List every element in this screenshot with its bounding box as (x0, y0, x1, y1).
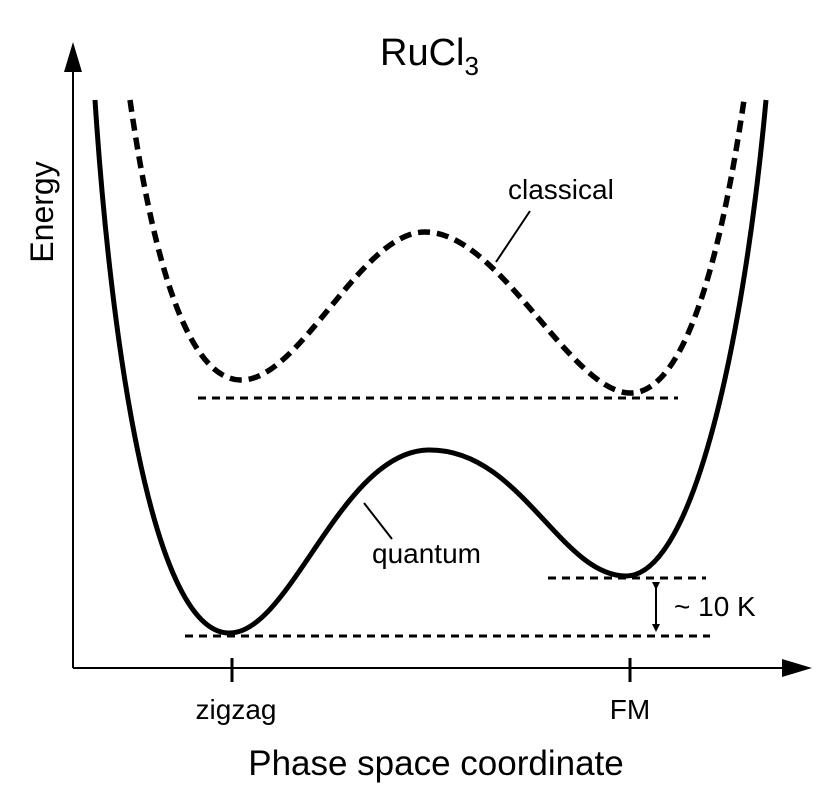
energy-gap-label: ~ 10 K (674, 591, 756, 622)
tick-label-zigzag: zigzag (196, 694, 277, 725)
y-axis-label: Energy (24, 161, 60, 262)
classical-curve-label: classical (508, 174, 614, 205)
quantum-leader-line (363, 502, 393, 540)
classical-leader-line (495, 210, 531, 263)
diagram-title: RuCl3 (380, 32, 479, 81)
tick-label-fm: FM (610, 694, 650, 725)
y-axis-arrow-icon (64, 42, 82, 72)
x-axis-label: Phase space coordinate (248, 744, 624, 783)
quantum-curve (92, 99, 769, 636)
classical-curve (127, 99, 747, 396)
title-subscript: 3 (464, 51, 478, 81)
quantum-curve-label: quantum (372, 538, 481, 569)
x-axis-arrow-icon (782, 659, 812, 677)
